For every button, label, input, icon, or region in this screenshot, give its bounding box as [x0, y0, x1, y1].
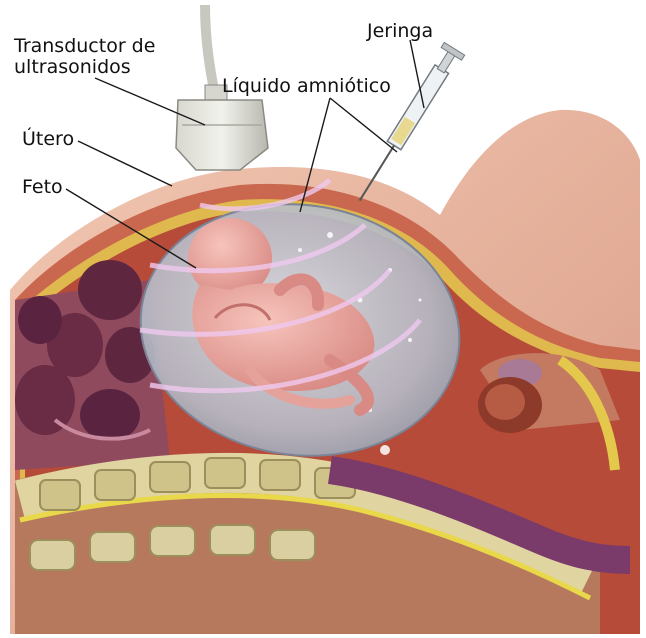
syringe-label: Jeringa [367, 21, 433, 42]
transducer-label-line1: Transductor de [14, 36, 155, 57]
fetus-label: Feto [22, 177, 63, 198]
amniotic-fluid-label: Líquido amniótico [222, 76, 391, 97]
uterus-label: Útero [22, 129, 74, 150]
transducer-label-line2: ultrasonidos [14, 57, 155, 78]
transducer-label: Transductor de ultrasonidos [14, 36, 155, 78]
